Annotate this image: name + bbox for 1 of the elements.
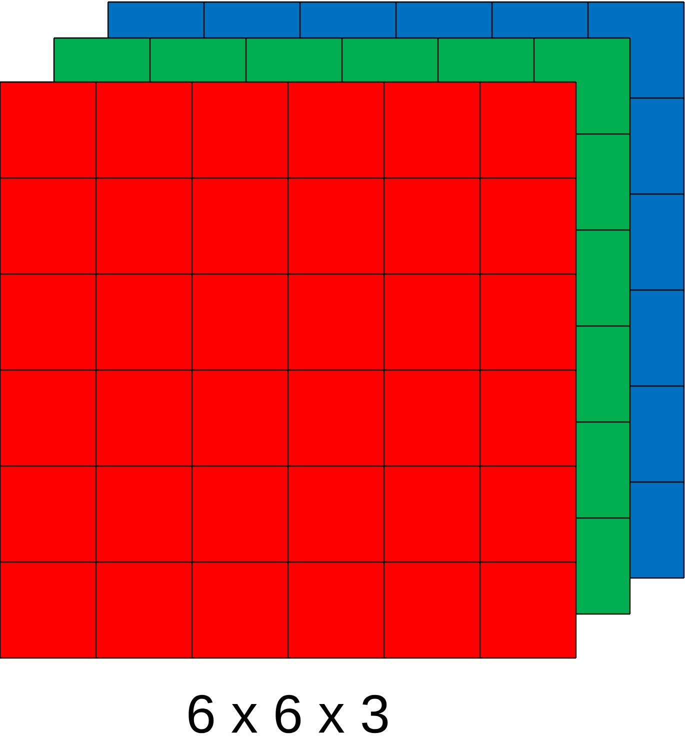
dimension-label: 6 x 6 x 3 <box>188 694 388 734</box>
